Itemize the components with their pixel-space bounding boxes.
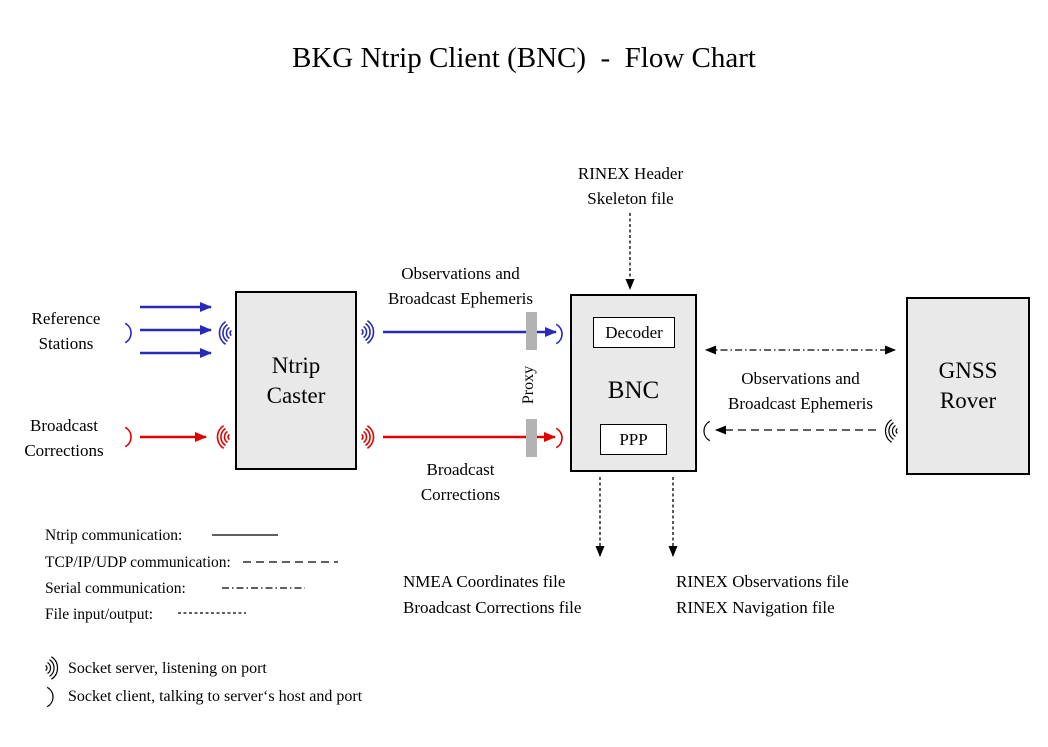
socket-client-icon xyxy=(555,427,563,449)
socket-client-icon xyxy=(124,426,132,448)
node-label: Decoder xyxy=(605,322,663,342)
label-rinex-header: RINEX Header Skeleton file xyxy=(577,164,684,208)
legend-item-ntrip: Ntrip communication: xyxy=(45,527,183,544)
label-reference-stations: Reference Stations xyxy=(31,309,101,353)
socket-client-icon xyxy=(46,686,54,708)
node-gnss-rover: GNSS Rover xyxy=(906,297,1030,475)
label-observations-top: Observations and Broadcast Ephemeris xyxy=(388,264,533,308)
reference-stations-arrows xyxy=(140,302,212,358)
socket-server-icon xyxy=(361,425,375,449)
label-nmea-output: NMEA Coordinates file Broadcast Correcti… xyxy=(403,572,582,617)
socket-client-icon xyxy=(124,322,132,344)
node-bnc: Decoder BNC PPP xyxy=(570,294,697,472)
proxy-bar xyxy=(526,312,537,350)
node-ntrip-caster: Ntrip Caster xyxy=(235,291,357,470)
socket-client-icon xyxy=(703,420,711,442)
node-label: Caster xyxy=(266,382,326,408)
node-ppp: PPP xyxy=(600,424,667,455)
label-broadcast-corrections-input: Broadcast Corrections xyxy=(24,416,104,460)
node-label: Ntrip xyxy=(271,352,321,378)
proxy-bar xyxy=(526,419,537,457)
label-observations-right: Observations and Broadcast Ephemeris xyxy=(728,369,873,413)
socket-client-icon xyxy=(555,323,563,345)
node-decoder: Decoder xyxy=(593,317,675,348)
node-label: Rover xyxy=(939,388,997,413)
socket-server-icon xyxy=(218,321,232,345)
socket-server-icon xyxy=(884,419,898,443)
node-label: BNC xyxy=(607,377,660,404)
legend-item-tcp: TCP/IP/UDP communication: xyxy=(45,554,231,571)
node-label: PPP xyxy=(619,429,648,449)
legend-socket-server: Socket server, listening on port xyxy=(68,660,267,677)
socket-server-icon xyxy=(361,320,375,344)
label-broadcast-corrections-mid: Broadcast Corrections xyxy=(420,460,501,504)
socket-server-icon xyxy=(45,656,59,680)
legend-item-file: File input/output: xyxy=(45,606,154,623)
legend-socket-client: Socket client, talking to server‘s host … xyxy=(68,688,363,705)
label-rinex-output: RINEX Observations file RINEX Navigation… xyxy=(676,572,849,617)
page-title: BKG Ntrip Client (BNC) - Flow Chart xyxy=(292,42,756,74)
socket-server-icon xyxy=(216,425,230,449)
label-proxy: Proxy xyxy=(520,365,537,405)
legend-item-serial: Serial communication: xyxy=(45,580,186,597)
node-label: GNSS xyxy=(938,358,998,383)
